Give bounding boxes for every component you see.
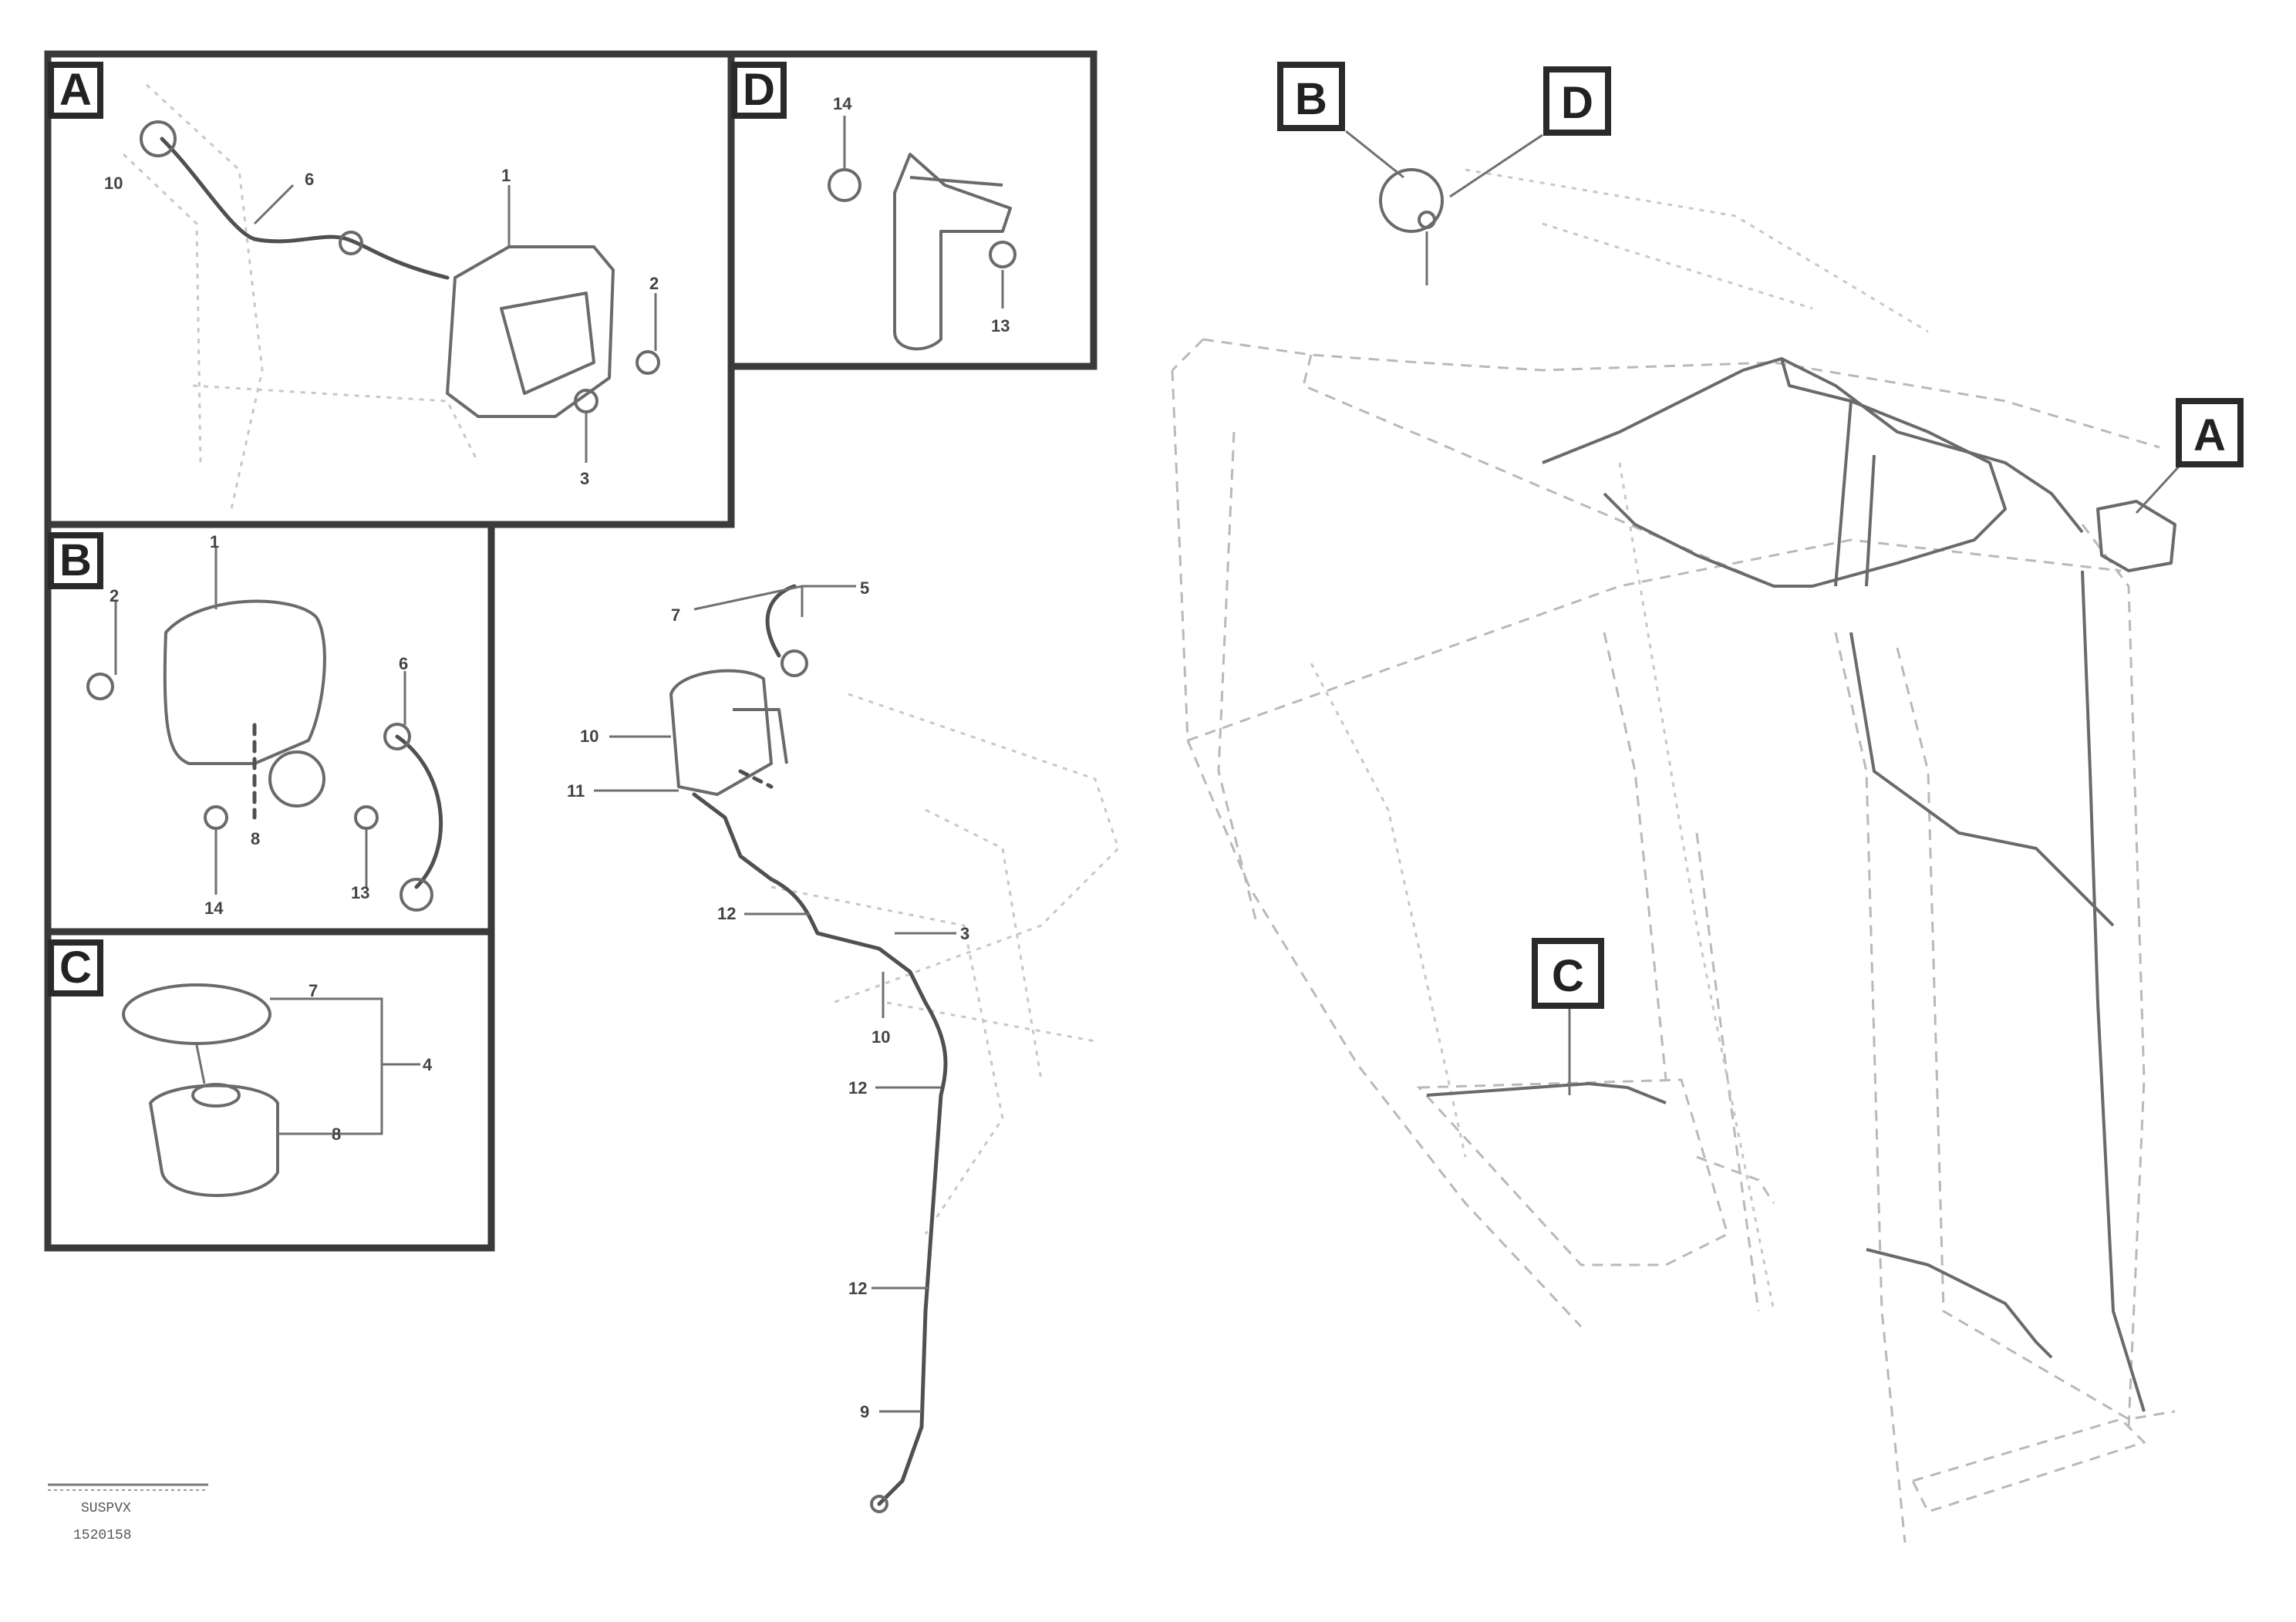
item-number-1-a: 1: [501, 166, 511, 185]
overview-callout-b: B: [1277, 62, 1404, 179]
item-number-9-center: 9: [860, 1402, 869, 1421]
item-number-13-b: 13: [351, 883, 369, 902]
item-number-12-center-a: 12: [717, 904, 736, 923]
item-number-1-b: 1: [210, 532, 219, 551]
item-number-4-c: 4: [423, 1055, 433, 1074]
overview-tag-a: A: [2193, 410, 2226, 460]
item-number-10-a: 10: [104, 174, 123, 193]
cab-overview: [1171, 168, 2176, 1543]
item-number-12-center-c: 12: [848, 1279, 867, 1298]
item-number-6-a: 6: [305, 170, 314, 189]
item-number-14-d: 14: [833, 94, 852, 113]
item-number-8-b: 8: [251, 829, 260, 848]
item-number-7-center: 7: [671, 605, 680, 625]
detail-tag-b: B: [59, 535, 92, 585]
detail-tag-d: D: [743, 65, 775, 115]
item-number-10-center-b: 10: [872, 1027, 890, 1047]
drawing-number: 1520158: [73, 1528, 132, 1543]
overview-tag-c: C: [1552, 951, 1584, 1001]
item-number-10-center: 10: [580, 727, 598, 746]
detail-frame-d: D 14 13: [727, 50, 1097, 370]
item-number-2-b: 2: [110, 586, 119, 605]
detail-frame-c: C 7 4 8: [44, 928, 495, 1252]
detail-tag-a: A: [59, 65, 92, 115]
item-number-7-c: 7: [308, 981, 318, 1000]
detail-tag-c: C: [59, 943, 92, 993]
drawing-code: SUSPVX: [81, 1501, 131, 1516]
item-number-11-center: 11: [567, 781, 585, 801]
item-number-3-a: 3: [580, 469, 589, 488]
center-harness: 7 5 10 11 12 3 10 12 12 9: [567, 578, 1120, 1513]
overview-callout-c: C: [1532, 938, 1604, 1095]
drawing-reference: SUSPVX 1520158: [48, 1483, 208, 1543]
item-number-14-b: 14: [204, 899, 224, 918]
item-number-6-b: 6: [399, 654, 408, 673]
item-number-2-a: 2: [649, 274, 659, 293]
item-number-12-center-b: 12: [848, 1078, 867, 1098]
item-number-5-center: 5: [860, 578, 869, 598]
item-number-8-c: 8: [332, 1125, 341, 1144]
overview-tag-d: D: [1561, 78, 1593, 128]
overview-callout-a: A: [2135, 398, 2244, 514]
overview-tag-b: B: [1295, 74, 1327, 124]
overview-callout-d: D: [1449, 66, 1611, 198]
item-number-3-center: 3: [960, 924, 969, 943]
detail-frame-a: A 6 1 2 3 10: [44, 50, 735, 528]
item-number-13-d: 13: [991, 316, 1010, 336]
detail-frame-b: B 1 2 6 8 14 13: [44, 521, 495, 936]
